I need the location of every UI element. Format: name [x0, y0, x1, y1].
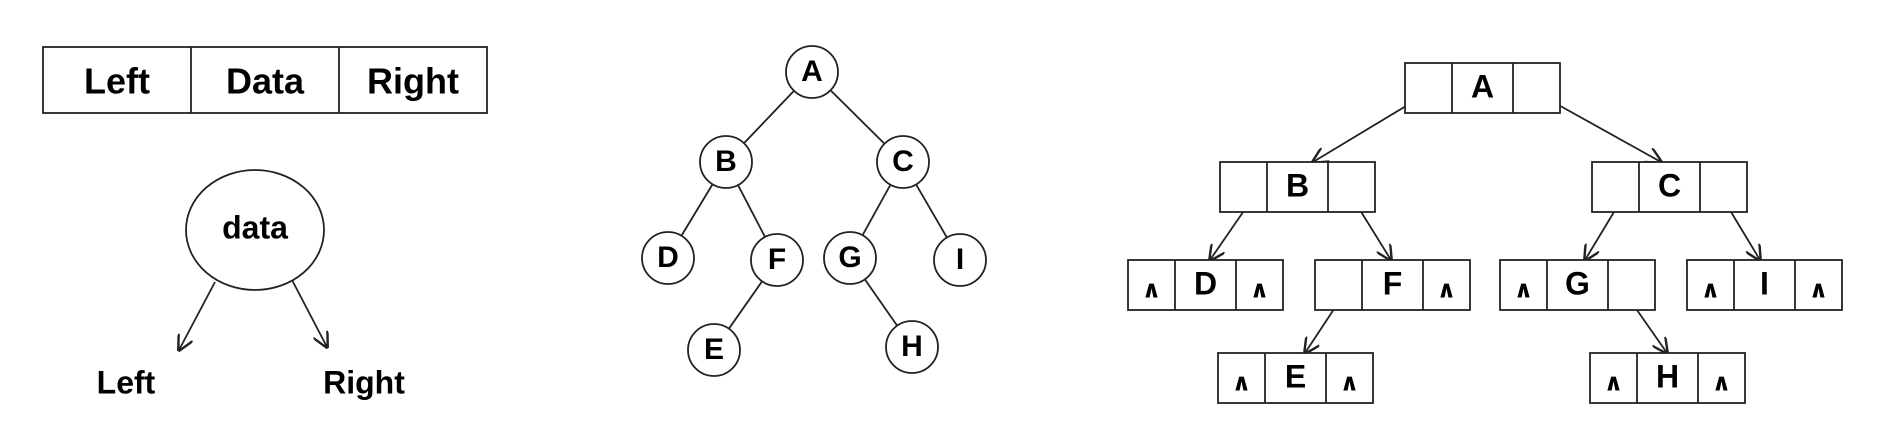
right-pointer-cell: ∧ — [1250, 276, 1270, 303]
tree-edge-f-e — [728, 280, 763, 330]
right-pointer-cell: ∧ — [1340, 369, 1360, 396]
linked-node-d: ∧ D ∧ — [1127, 259, 1284, 311]
tree-node-label: C — [892, 145, 914, 178]
tree-edge-a-b — [743, 90, 795, 144]
linked-node-outline — [1219, 161, 1376, 213]
linked-node-outline — [1404, 62, 1561, 114]
data-cell: G — [1565, 265, 1590, 301]
tree-node-label: A — [801, 55, 823, 88]
structure-record: Left Data Right — [42, 46, 488, 114]
data-cell: F — [1383, 265, 1403, 301]
linked-node-outline — [1591, 161, 1748, 213]
linked-node-outline — [1686, 259, 1843, 311]
tree-node-a: A — [785, 45, 839, 99]
tree-node-circle — [876, 135, 930, 189]
right-pointer-cell: ∧ — [1437, 276, 1457, 303]
tree-node-label: E — [704, 333, 724, 366]
linked-node-i: ∧ I ∧ — [1686, 259, 1843, 311]
tree-node-label: F — [768, 243, 786, 276]
tree-edge-b-d — [680, 183, 714, 237]
tree-node-circle — [699, 135, 753, 189]
left-pointer-cell: ∧ — [1232, 369, 1252, 396]
left-pointer-cell: ∧ — [1604, 369, 1624, 396]
data-node-circle — [185, 169, 325, 291]
tree-node-circle — [885, 320, 939, 374]
data-cell: A — [1471, 68, 1494, 104]
data-cell: B — [1286, 167, 1309, 203]
linked-node-a: A — [1404, 62, 1561, 114]
linked-node-outline — [1314, 259, 1471, 311]
tree-node-i: I — [933, 233, 987, 287]
tree-node-circle — [823, 231, 877, 285]
data-node-label: data — [222, 209, 288, 245]
tree-edge-g-h — [864, 278, 898, 327]
tree-node-h: H — [885, 320, 939, 374]
field-left-label: Left — [84, 61, 150, 102]
data-cell: I — [1760, 265, 1769, 301]
tree-node-circle — [750, 233, 804, 287]
pointer-a-right-to-c — [1554, 102, 1661, 162]
tree-edge-b-f — [737, 184, 766, 238]
right-pointer-cell: ∧ — [1712, 369, 1732, 396]
tree-node-e: E — [687, 323, 741, 377]
right-pointer-cell: ∧ — [1809, 276, 1829, 303]
structure-record-outline — [42, 46, 488, 114]
tree-edge-a-c — [829, 89, 886, 145]
linked-node-outline — [1127, 259, 1284, 311]
linked-node-outline — [1499, 259, 1656, 311]
tree-node-c: C — [876, 135, 930, 189]
tree-edge-c-g — [861, 184, 892, 236]
tree-node-circle — [687, 323, 741, 377]
data-cell: E — [1285, 358, 1306, 394]
right-pointer-label: Right — [323, 364, 405, 400]
data-cell: C — [1658, 167, 1681, 203]
tree-node-label: D — [657, 241, 679, 274]
tree-edge-c-i — [915, 184, 948, 238]
tree-node-label: B — [715, 145, 737, 178]
binary-tree-panel: A B C D F G I E H — [641, 45, 987, 377]
linked-node-f: F∧ — [1314, 259, 1471, 311]
tree-node-g: G — [823, 231, 877, 285]
left-pointer-cell: ∧ — [1514, 276, 1534, 303]
tree-node-circle — [933, 233, 987, 287]
left-pointer-cell: ∧ — [1142, 276, 1162, 303]
node-structure-panel: Left Data Right data Left Right — [42, 46, 488, 400]
tree-node-label: H — [901, 330, 923, 363]
tree-node-label: G — [838, 241, 861, 274]
left-pointer-arrow — [179, 281, 216, 350]
field-data-label: Data — [226, 61, 305, 102]
linked-node-c: C — [1591, 161, 1748, 213]
tree-node-f: F — [750, 233, 804, 287]
linked-node-outline — [1589, 352, 1746, 404]
left-pointer-label: Left — [97, 364, 156, 400]
tree-node-b: B — [699, 135, 753, 189]
linked-node-outline — [1217, 352, 1374, 404]
data-cell: H — [1656, 358, 1679, 394]
field-right-label: Right — [367, 61, 459, 102]
tree-node-label: I — [956, 243, 964, 276]
linked-node-g: ∧G — [1499, 259, 1656, 311]
linked-node-e: ∧ E ∧ — [1217, 352, 1374, 404]
pointer-a-left-to-b — [1313, 102, 1412, 162]
linked-node-h: ∧ H ∧ — [1589, 352, 1746, 404]
data-cell: D — [1194, 265, 1217, 301]
left-pointer-cell: ∧ — [1701, 276, 1721, 303]
tree-node-circle — [641, 231, 695, 285]
tree-node-circle — [785, 45, 839, 99]
tree-node-d: D — [641, 231, 695, 285]
right-pointer-arrow — [291, 279, 327, 347]
linked-node-b: B — [1219, 161, 1376, 213]
